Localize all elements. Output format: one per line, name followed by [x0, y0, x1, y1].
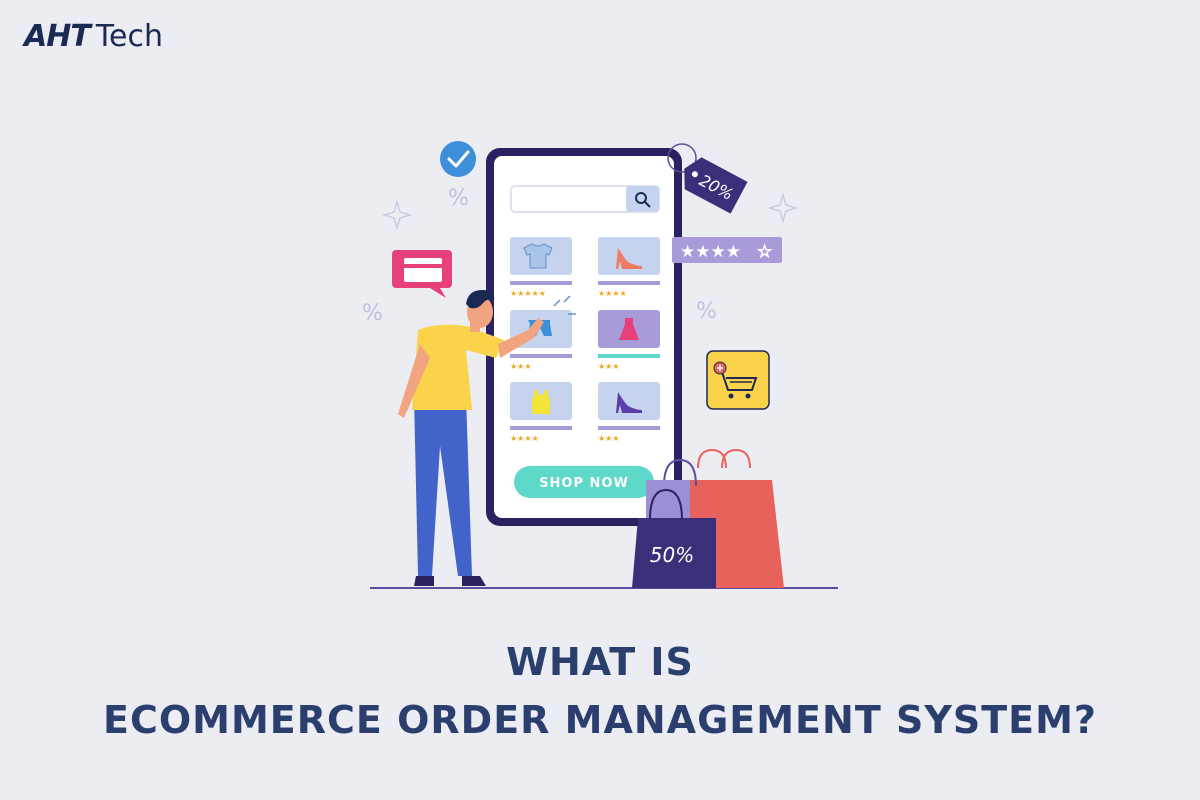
svg-text:%: % — [362, 301, 383, 326]
tap-indicator — [553, 295, 576, 315]
product-grid: ★★★★★ ★★★★ ★★★ ★★★ — [510, 237, 660, 443]
svg-text:★★★★★: ★★★★★ — [510, 289, 546, 298]
brand-name: Tech — [95, 18, 163, 54]
svg-text:★★★★: ★★★★ — [510, 434, 539, 443]
svg-text:★★★: ★★★ — [598, 434, 620, 443]
heel-shoe-icon — [616, 248, 642, 269]
shop-now-button[interactable] — [514, 466, 654, 498]
percent-icon: % % % — [362, 186, 717, 326]
check-badge-icon — [440, 141, 476, 177]
brand-logo[interactable]: AHT Tech — [24, 18, 163, 54]
smartphone: ★★★★★ ★★★★ ★★★ ★★★ — [486, 148, 682, 526]
svg-text:★★★: ★★★ — [510, 362, 532, 371]
sparkle-icon — [381, 192, 799, 231]
svg-text:%: % — [696, 299, 717, 324]
add-to-cart-icon — [706, 350, 770, 410]
headline-line-1: WHAT IS — [506, 640, 694, 684]
svg-text:%: % — [448, 186, 469, 211]
search-icon — [635, 192, 651, 208]
price-tag-icon: 20% — [667, 143, 748, 214]
brand-mark: AHT — [24, 18, 91, 54]
card-payment-icon — [392, 250, 452, 298]
svg-text:★★★★: ★★★★ — [680, 242, 741, 262]
dress-icon — [619, 318, 639, 340]
svg-text:★★★: ★★★ — [598, 362, 620, 371]
tank-top-icon — [532, 390, 550, 414]
bag-discount-label: 50% — [650, 543, 694, 567]
rating-badge: ★★★★ ☆ — [672, 237, 782, 263]
svg-text:★★★★: ★★★★ — [598, 289, 627, 298]
shop-now-label: SHOP NOW — [539, 476, 629, 491]
svg-text:☆: ☆ — [757, 242, 772, 262]
shirt-icon — [523, 243, 553, 269]
heel-shoe-icon — [616, 392, 642, 413]
shopping-bags-icon: 50% — [632, 448, 784, 588]
headline-line-2: ECOMMERCE ORDER MANAGEMENT SYSTEM? — [103, 698, 1097, 742]
shopper-person — [398, 290, 544, 586]
